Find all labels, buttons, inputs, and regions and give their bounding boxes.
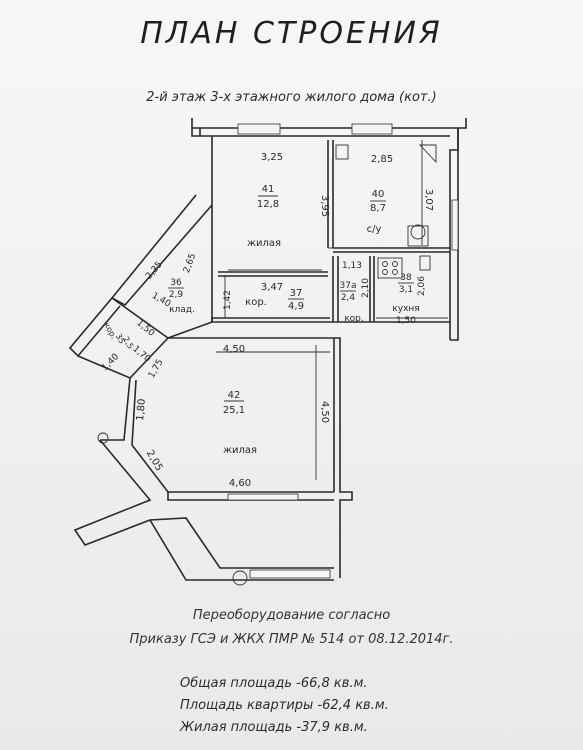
room-38-area: 3,1 [399, 285, 413, 295]
room-41-number: 41 [262, 184, 275, 195]
living-area: Жилая площадь -37,9 кв.м. [180, 720, 368, 735]
room-37a-number: 37а [340, 281, 357, 291]
dim-3-25: 3,25 [261, 152, 283, 163]
room-labels: 41 12,8 жилая 40 8,7 с/у 37 4,9 кор. 37а… [102, 184, 420, 456]
note-line-2: Приказу ГСЭ и ЖКХ ПМР № 514 от 08.12.201… [129, 632, 454, 647]
room-41-name: жилая [247, 238, 281, 249]
dim-1-50-b: 1,50 [134, 318, 156, 339]
room-37-area: 4,9 [288, 301, 304, 312]
dim-4-50-horizontal: 4,50 [223, 344, 245, 355]
room-38-number: 38 [400, 273, 412, 283]
dim-2-05: 2,05 [144, 448, 165, 473]
dim-3-47: 3,47 [261, 282, 283, 293]
room-35-number: 35 [114, 332, 127, 345]
room-38-name: кухня [392, 304, 419, 314]
dimension-lines [216, 140, 448, 480]
room-36-name: клад. [169, 305, 195, 315]
room-40-area: 8,7 [370, 203, 386, 214]
total-area: Общая площадь -66,8 кв.м. [180, 676, 368, 691]
dimension-labels: 3,25 2,85 3,95 3,07 1,13 3,47 1,42 2,10 … [100, 152, 434, 489]
page-title: ПЛАН СТРОЕНИЯ [140, 16, 443, 51]
windows [227, 123, 459, 579]
plan-subtitle: 2-й этаж 3-х этажного жилого дома (кот.) [146, 90, 437, 105]
apartment-area: Площадь квартиры -62,4 кв.м. [180, 698, 389, 713]
dim-3-95: 3,95 [319, 195, 330, 217]
dim-1-80: 1,80 [135, 398, 148, 421]
dim-3-07: 3,07 [423, 189, 434, 211]
room-37-name: кор. [245, 297, 267, 308]
dim-1-42: 1,42 [223, 290, 233, 310]
room-42-area: 25,1 [223, 405, 245, 416]
dim-1-13: 1,13 [342, 261, 362, 271]
dim-2-85: 2,85 [371, 154, 393, 165]
room-40-number: 40 [372, 189, 385, 200]
room-37a-name: кор. [344, 314, 364, 324]
dim-2-10: 2,10 [361, 278, 371, 298]
room-37a-area: 2,4 [341, 293, 356, 303]
room-36-area: 2,9 [169, 290, 184, 300]
room-37-number: 37 [290, 288, 303, 299]
dim-4-50-vertical: 4,50 [319, 401, 330, 423]
dim-1-70: 1,70 [130, 344, 152, 365]
room-41-area: 12,8 [257, 199, 279, 210]
dim-2-06: 2,06 [417, 276, 427, 296]
room-36-number: 36 [170, 278, 182, 288]
dim-4-60: 4,60 [229, 478, 251, 489]
fixtures [97, 144, 437, 586]
room-42-number: 42 [228, 390, 241, 401]
floor-plan: 41 12,8 жилая 40 8,7 с/у 37 4,9 кор. 37а… [68, 118, 467, 586]
room-42-name: жилая [223, 445, 257, 456]
dim-1-50-kitchen: 1,50 [396, 316, 416, 326]
dim-2-65: 2,65 [182, 252, 198, 274]
dim-1-75: 1,75 [147, 358, 166, 380]
room-40-name: с/у [367, 224, 382, 235]
note-line-1: Переоборудование согласно [192, 608, 391, 623]
